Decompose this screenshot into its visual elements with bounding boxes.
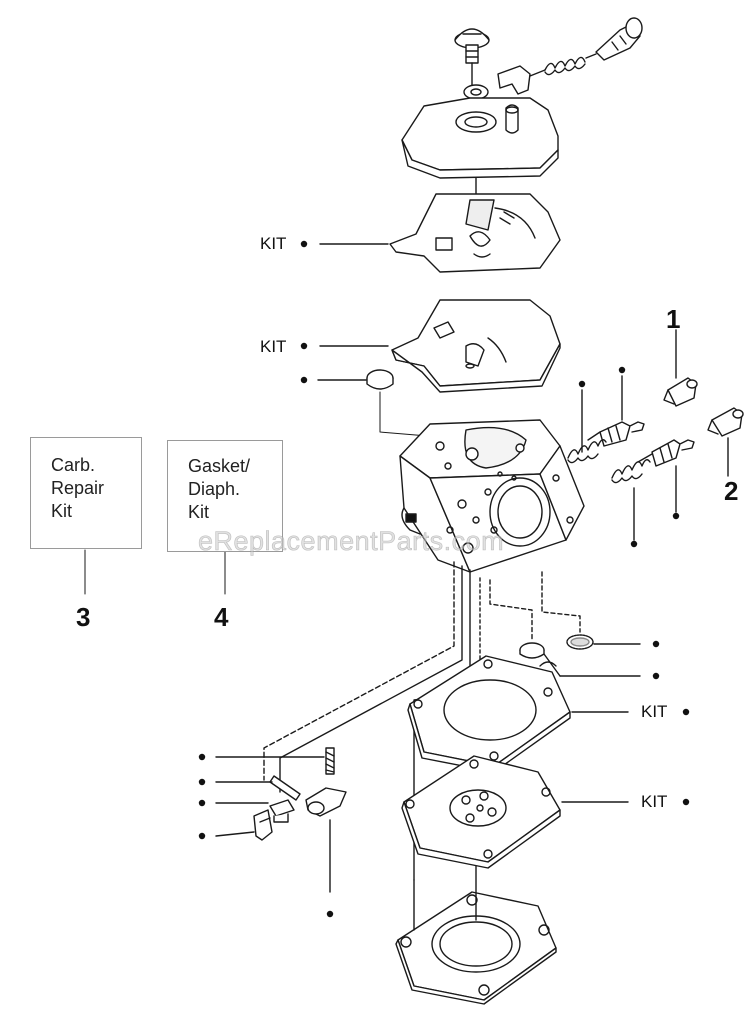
adjusting-screw <box>585 17 643 61</box>
metering-cover <box>401 97 559 179</box>
fuel-screen <box>566 634 594 650</box>
high-speed-spring <box>567 439 607 464</box>
carburetor-body <box>399 419 585 573</box>
kit-label-metering-diaphragm: KIT <box>260 234 287 253</box>
metering-diaphragm <box>389 193 561 273</box>
carb-repair-kit-line-2: Repair <box>51 478 105 498</box>
inlet-needle <box>253 809 273 841</box>
inlet-screen <box>366 369 394 390</box>
carb-repair-kit-line-1: Carb. <box>51 455 96 475</box>
callout-number-1: 1 <box>666 304 681 334</box>
watermark-text: eReplacementParts.com <box>198 526 505 557</box>
metering-gasket <box>391 299 561 393</box>
carb-repair-kit-line-3: Kit <box>51 501 73 521</box>
pump-gasket <box>407 655 571 773</box>
callout-number-2: 2 <box>724 476 739 506</box>
limiter-cap-1 <box>663 377 698 407</box>
low-speed-spring <box>611 459 651 484</box>
pump-cover <box>395 891 557 1005</box>
inlet-lever-spring <box>325 747 335 775</box>
gasket-diaph-kit-line-2: Diaph. <box>188 479 241 499</box>
callout-number-4: 4 <box>214 602 229 632</box>
gasket-diaph-kit-line-3: Kit <box>188 502 210 522</box>
check-valve-disc <box>519 642 545 659</box>
kit-label-pump-diaphragm: KIT <box>641 792 668 811</box>
lever-arm <box>463 65 531 100</box>
carb-repair-kit-box: Carb. Repair Kit <box>30 437 142 549</box>
lever-screw <box>269 799 295 823</box>
kit-label-pump-gasket: KIT <box>641 702 668 721</box>
kit-label-metering-gasket: KIT <box>260 337 287 356</box>
adjusting-spring <box>544 56 586 76</box>
gasket-diaph-kit-box: Gasket/ Diaph. Kit <box>167 440 283 552</box>
limiter-cap-2 <box>707 407 744 437</box>
lever-pin <box>269 775 301 801</box>
high-speed-needle <box>587 421 645 447</box>
callout-dots <box>198 240 690 918</box>
gasket-diaph-kit-line-1: Gasket/ <box>188 456 251 476</box>
low-speed-needle <box>637 439 695 467</box>
pump-diaphragm <box>401 755 561 869</box>
top-screw <box>454 28 490 64</box>
inlet-control-lever <box>305 787 347 817</box>
callout-number-3: 3 <box>76 602 91 632</box>
